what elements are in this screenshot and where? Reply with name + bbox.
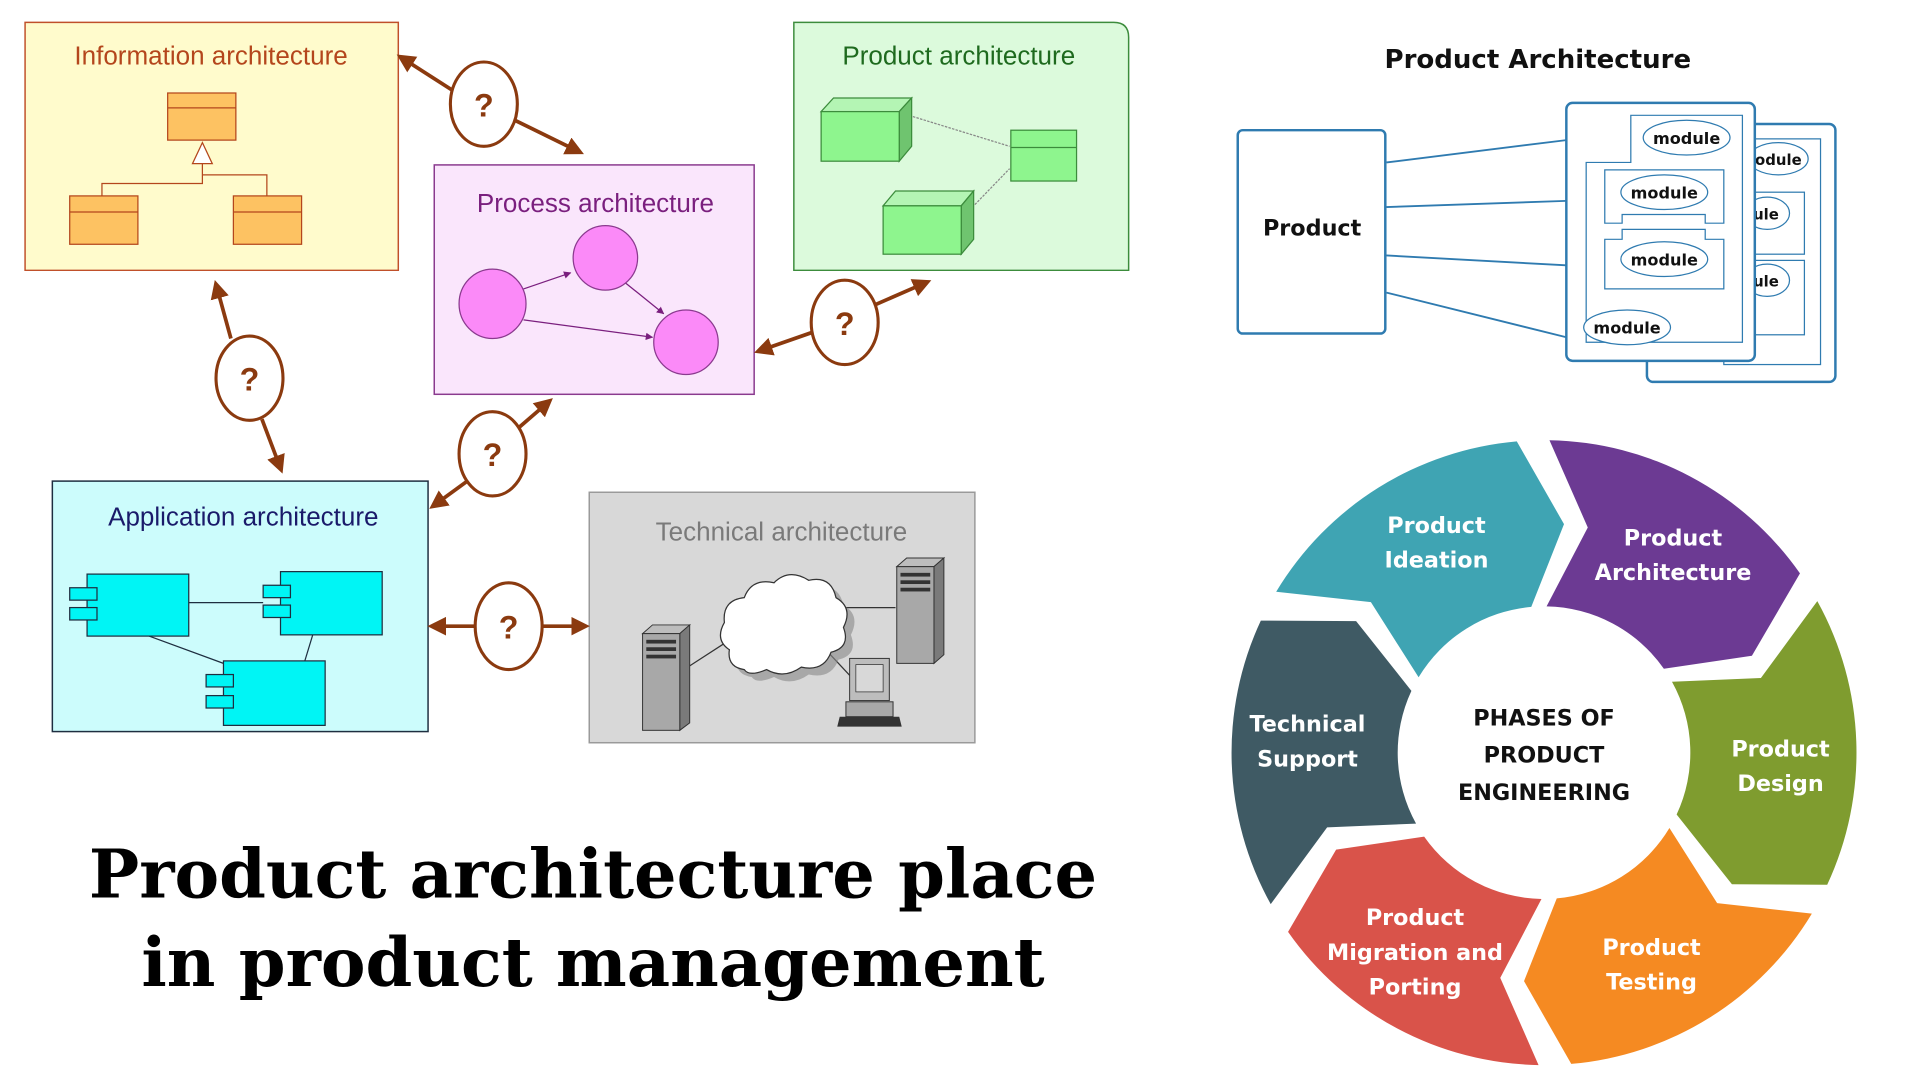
phase-segment-architecture [1546, 440, 1800, 669]
phases-cycle: ProductIdeationProductArchitectureProduc… [1231, 440, 1857, 1066]
architecture-map: Information architecture Process archite… [24, 21, 1130, 744]
connector-application-technical: ? [427, 581, 590, 672]
phase-label-testing: Product [1602, 935, 1701, 961]
title-line-2: in product management [141, 923, 1044, 1002]
information-architecture-label: Information architecture [74, 40, 347, 70]
phase-label-support: Technical [1250, 712, 1366, 738]
module-card-front: module module module module [1565, 101, 1757, 363]
module-label-partial: odule [1755, 151, 1802, 169]
phases-center-label: ENGINEERING [1458, 780, 1630, 806]
application-architecture-label: Application architecture [108, 502, 378, 532]
phase-label-design: Product [1731, 736, 1830, 762]
phase-label-architecture: Architecture [1595, 560, 1752, 586]
technical-architecture-label: Technical architecture [656, 517, 908, 547]
connector-label: ? [499, 610, 519, 646]
process-architecture-label: Process architecture [477, 188, 714, 218]
module-label: module [1653, 129, 1720, 148]
information-architecture-box: Information architecture [24, 21, 400, 272]
phase-segment-migration [1288, 836, 1542, 1066]
cloud-icon [719, 574, 855, 682]
class-diagram-icon [69, 92, 303, 245]
product-architecture-box: Product architecture [793, 21, 1130, 272]
network-diagram-icon [641, 556, 946, 732]
workstation-icon [837, 657, 902, 727]
phase-label-support: Support [1257, 746, 1358, 772]
phase-label-ideation: Ideation [1385, 548, 1489, 574]
phase-segment-testing [1524, 828, 1812, 1064]
product-block [1236, 128, 1387, 335]
connector-process-product: ? [754, 278, 932, 367]
phases-center [1402, 611, 1686, 895]
module-label: module [1631, 250, 1698, 269]
module-label-partial: ule [1753, 272, 1779, 290]
module-label: module [1593, 319, 1660, 338]
deployment-nodes-icon [819, 96, 1078, 256]
phases-center-label: PHASES OF [1473, 705, 1615, 731]
process-architecture-box: Process architecture [433, 164, 755, 396]
server-right-icon [895, 556, 946, 665]
connector-process-application: ? [429, 398, 553, 509]
connector-label: ? [240, 362, 260, 398]
phase-segment-ideation [1276, 441, 1565, 678]
page-title: Product architecture place in product ma… [89, 835, 1097, 1002]
module-label-partial: ule [1753, 205, 1779, 223]
phase-label-design: Design [1737, 771, 1823, 797]
phase-label-migration: Product [1366, 905, 1465, 931]
phase-label-testing: Testing [1606, 970, 1697, 996]
phase-label-migration: Migration and [1327, 940, 1503, 966]
product-block-label: Product [1263, 216, 1362, 242]
connector-label: ? [835, 306, 855, 342]
phase-segment-design [1671, 601, 1857, 885]
technical-architecture-box: Technical architecture [588, 491, 976, 744]
application-architecture-box: Application architecture [51, 480, 429, 733]
phase-segment-support [1231, 620, 1417, 905]
product-architecture-label: Product architecture [842, 40, 1075, 70]
component-diagram-icon [69, 570, 383, 726]
connector-label: ? [474, 88, 494, 124]
connector-information-process: ? [396, 54, 584, 155]
connector-information-application: ? [210, 279, 285, 474]
product-architecture-title: Product Architecture [1385, 45, 1692, 75]
phase-label-migration: Porting [1369, 975, 1462, 1001]
server-left-icon [641, 623, 692, 732]
connector-label: ? [483, 437, 503, 473]
product-architecture-diagram: Product Architecture Product odule ule u… [1236, 45, 1837, 384]
phase-label-architecture: Product [1624, 525, 1723, 551]
phases-center-label: PRODUCT [1484, 743, 1605, 769]
module-label: module [1631, 183, 1698, 202]
phase-label-ideation: Product [1387, 513, 1486, 539]
connectors: ? ? ? ? [210, 54, 932, 672]
title-line-1: Product architecture place [89, 835, 1097, 914]
process-flow-icon [458, 225, 719, 376]
